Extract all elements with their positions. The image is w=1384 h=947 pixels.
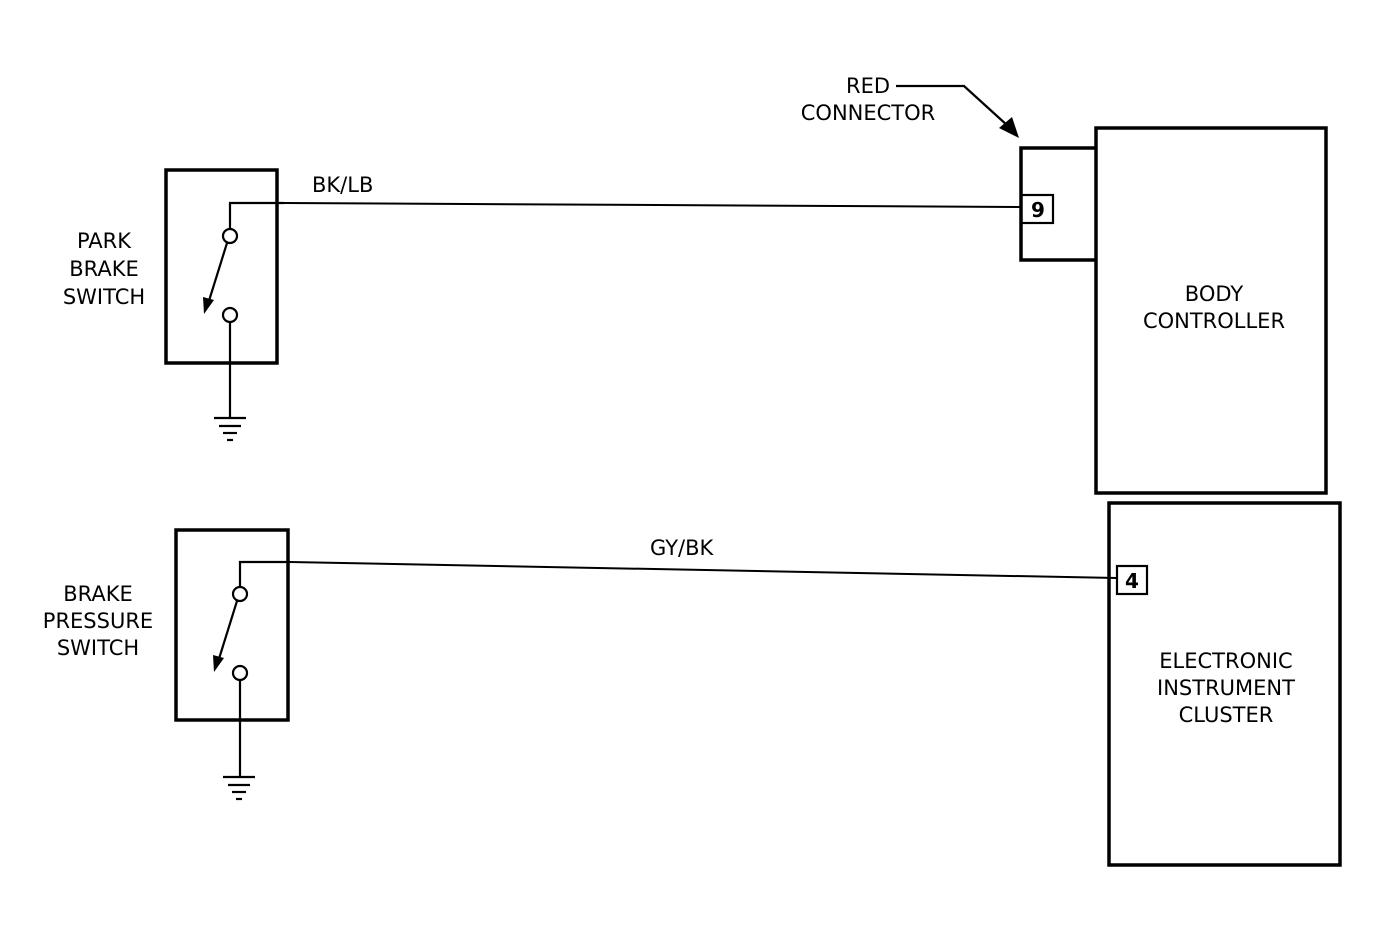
ground-icon — [223, 775, 255, 801]
brake-pressure-switch-label-line-1: BRAKE — [63, 582, 133, 606]
park-brake-switch-lead — [228, 201, 284, 229]
park-brake-switch-label-line-3: SWITCH — [63, 285, 145, 309]
brake-pressure-switch: BRAKE PRESSURE SWITCH — [43, 528, 290, 801]
red-connector-label-line-1: RED — [846, 74, 890, 98]
park-brake-switch-arrowhead — [203, 297, 214, 314]
park-brake-wire-line — [283, 202, 1022, 208]
park-brake-switch-lever — [206, 242, 229, 305]
brake-pressure-switch-label-line-3: SWITCH — [57, 636, 139, 660]
red-connector-leader-arrowhead — [999, 117, 1019, 138]
red-connector-leader — [896, 84, 1009, 127]
cluster-pin-4-label: 4 — [1125, 569, 1139, 593]
red-connector-label-line-2: CONNECTOR — [801, 101, 936, 125]
ground-icon — [214, 416, 246, 442]
connector-pin-9-label: 9 — [1031, 198, 1045, 222]
instrument-cluster-label-line-1: ELECTRONIC — [1159, 649, 1292, 673]
park-brake-wire: BK/LB — [283, 173, 1022, 208]
body-controller: BODY CONTROLLER — [1094, 126, 1328, 495]
cluster-pin-4-box — [1115, 564, 1149, 596]
park-brake-switch-label-line-2: BRAKE — [69, 257, 139, 281]
brake-pressure-switch-lead — [238, 560, 290, 587]
park-brake-switch-contact-bottom — [221, 306, 239, 324]
brake-pressure-wire: GY/BK — [289, 536, 1118, 579]
instrument-cluster-housing — [1107, 501, 1342, 867]
instrument-cluster-label-line-2: INSTRUMENT — [1157, 676, 1295, 700]
body-controller-housing — [1094, 126, 1328, 495]
park-brake-switch: PARK BRAKE SWITCH — [63, 168, 284, 442]
instrument-cluster-label-line-3: CLUSTER — [1179, 703, 1274, 727]
brake-pressure-switch-arrowhead — [213, 655, 224, 672]
brake-pressure-switch-lever — [216, 600, 239, 663]
park-brake-switch-housing — [164, 168, 279, 365]
brake-pressure-switch-housing — [174, 528, 290, 722]
body-controller-label-line-1: BODY — [1185, 282, 1244, 306]
brake-pressure-switch-label-line-2: PRESSURE — [43, 609, 153, 633]
brake-pressure-switch-contact-top — [231, 585, 249, 603]
park-brake-switch-contact-top — [221, 227, 239, 245]
park-brake-wire-color-code: BK/LB — [312, 173, 373, 197]
body-controller-label-line-2: CONTROLLER — [1143, 309, 1285, 333]
park-brake-switch-label-line-1: PARK — [77, 229, 132, 253]
connector-pin-9-box — [1019, 193, 1055, 225]
brake-pressure-wire-color-code: GY/BK — [650, 536, 715, 560]
brake-pressure-wire-line — [289, 561, 1118, 579]
instrument-cluster: 4 ELECTRONIC INSTRUMENT CLUSTER — [1107, 501, 1342, 867]
red-connector: 9 RED CONNECTOR — [801, 74, 1096, 262]
brake-pressure-switch-contact-bottom — [231, 664, 249, 682]
